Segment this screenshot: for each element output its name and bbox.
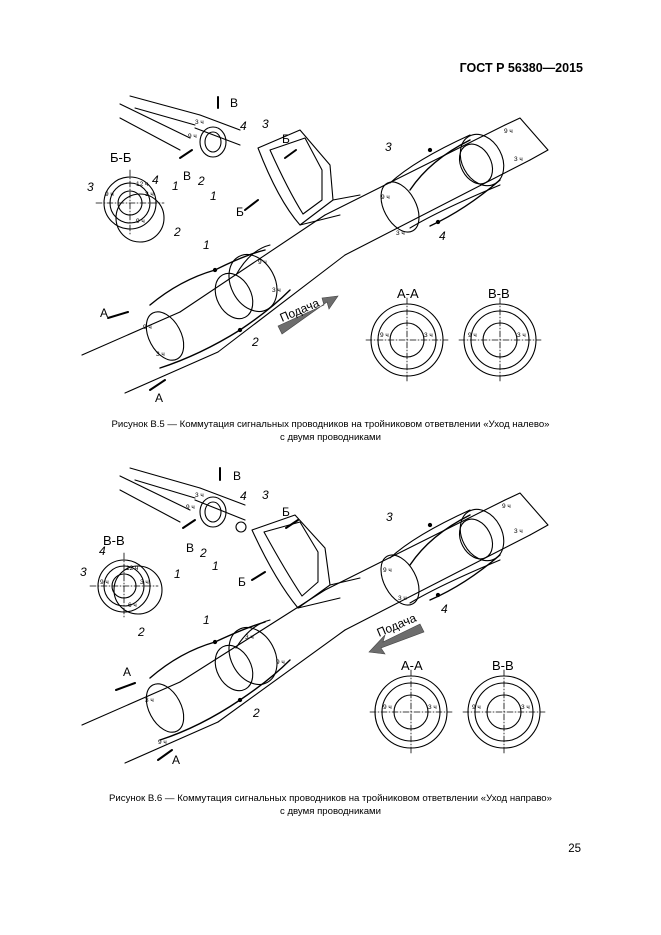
leader-number: 3	[386, 510, 393, 524]
cut-letter: А	[123, 665, 131, 679]
hour-mark: 3 ч	[195, 492, 204, 499]
cut-letter: Б	[236, 205, 244, 219]
hour-mark: 9 ч	[100, 579, 109, 586]
cut-letter: В	[230, 96, 238, 110]
figure-caption: Рисунок В.6 — Коммутация сигнальных пров…	[60, 792, 601, 818]
hour-mark: 9 ч	[136, 218, 145, 225]
hour-mark: 12 ч	[126, 565, 138, 572]
section-title-aa: А-А	[397, 286, 419, 301]
standard-designation: ГОСТ Р 56380—2015	[459, 61, 583, 75]
hour-mark: 3 ч	[140, 579, 149, 586]
cut-letter: В	[233, 469, 241, 483]
hour-mark: 3 ч	[245, 634, 254, 641]
hour-mark: 3 ч	[514, 528, 523, 535]
hour-mark: 9 ч	[380, 332, 389, 339]
section-title-vv: В-В	[488, 286, 510, 301]
hour-mark: 3 ч	[195, 119, 204, 126]
hour-mark: 9 ч	[105, 191, 114, 198]
hour-mark: 3 ч	[517, 332, 526, 339]
hour-mark: 3 ч	[396, 230, 405, 237]
leader-number: 3	[262, 117, 269, 131]
leader-number: 2	[251, 335, 259, 349]
leader-number: 2	[252, 706, 260, 720]
figure-caption-line: с двумя проводниками	[279, 806, 382, 817]
figure-caption-line: Рисунок В.5 — Коммутация сигнальных пров…	[111, 419, 550, 430]
hour-mark: 9 ч	[258, 259, 267, 266]
cut-letter: В	[186, 541, 194, 555]
cut-letter: Б	[238, 575, 246, 589]
cut-letter: Б	[282, 505, 290, 519]
leader-number: 1	[210, 189, 217, 203]
leader-number: 1	[172, 179, 179, 193]
hour-mark: 12 ч	[136, 181, 148, 188]
figure-v6-drawing: Подача В-В А-А В-В А А В В Б Б 1 2 3 4 4…	[80, 467, 549, 767]
leader-number: 3	[80, 565, 87, 579]
leader-number: 3	[262, 488, 269, 502]
cut-letter: А	[172, 753, 180, 767]
leader-number: 4	[240, 489, 247, 503]
cut-letter: А	[100, 306, 108, 320]
hour-mark: 6 ч	[128, 602, 137, 609]
figure-caption-line: Рисунок В.6 — Коммутация сигнальных пров…	[109, 793, 552, 804]
hour-mark: 9 ч	[186, 504, 195, 511]
leader-number: 1	[203, 613, 210, 627]
hour-mark: 9 ч	[504, 128, 513, 135]
section-title-vv-left: В-В	[103, 533, 125, 548]
flow-direction-arrow	[277, 295, 339, 335]
hour-mark: 9 ч	[158, 739, 167, 746]
figure-caption-line: с двумя проводниками	[279, 432, 382, 443]
hour-mark: 3 ч	[272, 287, 281, 294]
hour-mark: 9 ч	[472, 704, 481, 711]
figure-v5-drawing: Подача Б-Б А-А В-В А А В В Б Б 1 2 3 4 4…	[81, 95, 549, 405]
hour-mark: 3 ч	[424, 332, 433, 339]
leader-number: 1	[174, 567, 181, 581]
flow-direction-arrow	[368, 623, 425, 655]
hour-mark: 3 ч	[398, 595, 407, 602]
section-title-aa: А-А	[401, 658, 423, 673]
leader-number: 2	[137, 625, 145, 639]
leader-number: 2	[173, 225, 181, 239]
hour-mark: 3 ч	[145, 191, 154, 198]
leader-number: 3	[385, 140, 392, 154]
hour-mark: 9 ч	[502, 503, 511, 510]
hour-mark: 3 ч	[156, 351, 165, 358]
hour-mark: 9 ч	[383, 704, 392, 711]
leader-number: 2	[199, 546, 207, 560]
leader-number: 4	[240, 119, 247, 133]
hour-mark: 3 ч	[428, 704, 437, 711]
hour-mark: 3 ч	[514, 156, 523, 163]
hour-mark: 3 ч	[145, 697, 154, 704]
page-number: 25	[568, 843, 581, 855]
leader-number: 4	[99, 544, 106, 558]
leader-number: 3	[87, 180, 94, 194]
figure-caption: Рисунок В.5 — Коммутация сигнальных пров…	[60, 418, 601, 444]
hour-mark: 9 ч	[143, 324, 152, 331]
section-title-bb: Б-Б	[110, 150, 131, 165]
hour-mark: 9 ч	[468, 332, 477, 339]
hour-mark: 9 ч	[383, 567, 392, 574]
leader-number: 1	[212, 559, 219, 573]
cut-letter: А	[155, 391, 163, 405]
section-title-vv: В-В	[492, 658, 514, 673]
leader-number: 2	[197, 174, 205, 188]
cut-letter: Б	[282, 132, 290, 146]
hour-mark: 9 ч	[188, 133, 197, 140]
leader-number: 1	[203, 238, 210, 252]
leader-number: 4	[439, 229, 446, 243]
cut-letter: В	[183, 169, 191, 183]
leader-number: 4	[152, 173, 159, 187]
hour-mark: 9 ч	[381, 194, 390, 201]
hour-mark: 9 ч	[276, 659, 285, 666]
leader-number: 4	[441, 602, 448, 616]
hour-mark: 3 ч	[521, 704, 530, 711]
